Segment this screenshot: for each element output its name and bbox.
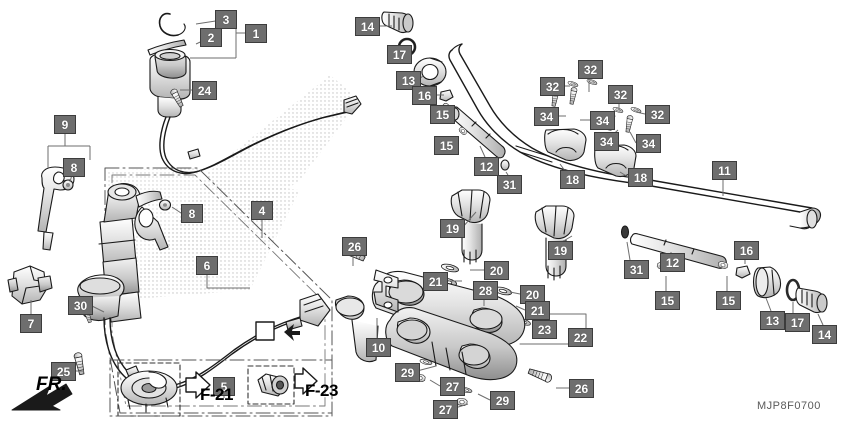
callout-34[interactable]: 34 xyxy=(590,111,615,130)
callout-14[interactable]: 14 xyxy=(812,325,837,344)
callout-18[interactable]: 18 xyxy=(628,168,653,187)
callout-22[interactable]: 22 xyxy=(568,328,593,347)
callout-27[interactable]: 27 xyxy=(433,400,458,419)
callout-15[interactable]: 15 xyxy=(430,105,455,124)
callout-34[interactable]: 34 xyxy=(636,134,661,153)
callout-15[interactable]: 15 xyxy=(716,291,741,310)
callout-32[interactable]: 32 xyxy=(645,105,670,124)
callout-31[interactable]: 31 xyxy=(497,175,522,194)
callout-19[interactable]: 19 xyxy=(440,219,465,238)
callout-19[interactable]: 19 xyxy=(548,241,573,260)
callout-29[interactable]: 29 xyxy=(395,363,420,382)
figure-reference-f-23[interactable]: F-23 xyxy=(305,381,338,400)
callout-34[interactable]: 34 xyxy=(594,132,619,151)
callout-21[interactable]: 21 xyxy=(525,301,550,320)
callout-26[interactable]: 26 xyxy=(342,237,367,256)
callout-6[interactable]: 6 xyxy=(196,256,218,275)
part-number-label: MJP8F0700 xyxy=(757,400,821,412)
figure-reference-f-21[interactable]: F-21 xyxy=(200,385,233,404)
callout-13[interactable]: 13 xyxy=(396,71,421,90)
callout-8[interactable]: 8 xyxy=(63,158,85,177)
callout-32[interactable]: 32 xyxy=(608,85,633,104)
callout-15[interactable]: 15 xyxy=(655,291,680,310)
callout-29[interactable]: 29 xyxy=(490,391,515,410)
callout-4[interactable]: 4 xyxy=(251,201,273,220)
callout-16[interactable]: 16 xyxy=(412,86,437,105)
callout-1[interactable]: 1 xyxy=(245,24,267,43)
callout-9[interactable]: 9 xyxy=(54,115,76,134)
callout-3[interactable]: 3 xyxy=(215,10,237,29)
callout-23[interactable]: 23 xyxy=(532,320,557,339)
callout-2[interactable]: 2 xyxy=(200,28,222,47)
callout-8[interactable]: 8 xyxy=(181,204,203,223)
callout-20[interactable]: 20 xyxy=(484,261,509,280)
callout-12[interactable]: 12 xyxy=(474,157,499,176)
callout-17[interactable]: 17 xyxy=(387,45,412,64)
callout-28[interactable]: 28 xyxy=(473,281,498,300)
callout-10[interactable]: 10 xyxy=(366,338,391,357)
callout-11[interactable]: 11 xyxy=(712,161,737,180)
callout-34[interactable]: 34 xyxy=(534,107,559,126)
callout-31[interactable]: 31 xyxy=(624,260,649,279)
callout-12[interactable]: 12 xyxy=(660,253,685,272)
callout-27[interactable]: 27 xyxy=(440,377,465,396)
callout-25[interactable]: 25 xyxy=(51,362,76,381)
callout-16[interactable]: 16 xyxy=(734,241,759,260)
callout-15[interactable]: 15 xyxy=(434,136,459,155)
callout-18[interactable]: 18 xyxy=(560,170,585,189)
callout-20[interactable]: 20 xyxy=(520,285,545,304)
callout-17[interactable]: 17 xyxy=(785,313,810,332)
front-direction-label: FR. xyxy=(36,374,67,395)
callout-30[interactable]: 30 xyxy=(68,296,93,315)
callout-5[interactable]: 5 xyxy=(213,377,235,396)
callout-14[interactable]: 14 xyxy=(355,17,380,36)
callout-13[interactable]: 13 xyxy=(760,311,785,330)
callout-32[interactable]: 32 xyxy=(578,60,603,79)
callout-26[interactable]: 26 xyxy=(569,379,594,398)
callout-32[interactable]: 32 xyxy=(540,77,565,96)
callout-24[interactable]: 24 xyxy=(192,81,217,100)
callout-7[interactable]: 7 xyxy=(20,314,42,333)
callout-21[interactable]: 21 xyxy=(423,272,448,291)
